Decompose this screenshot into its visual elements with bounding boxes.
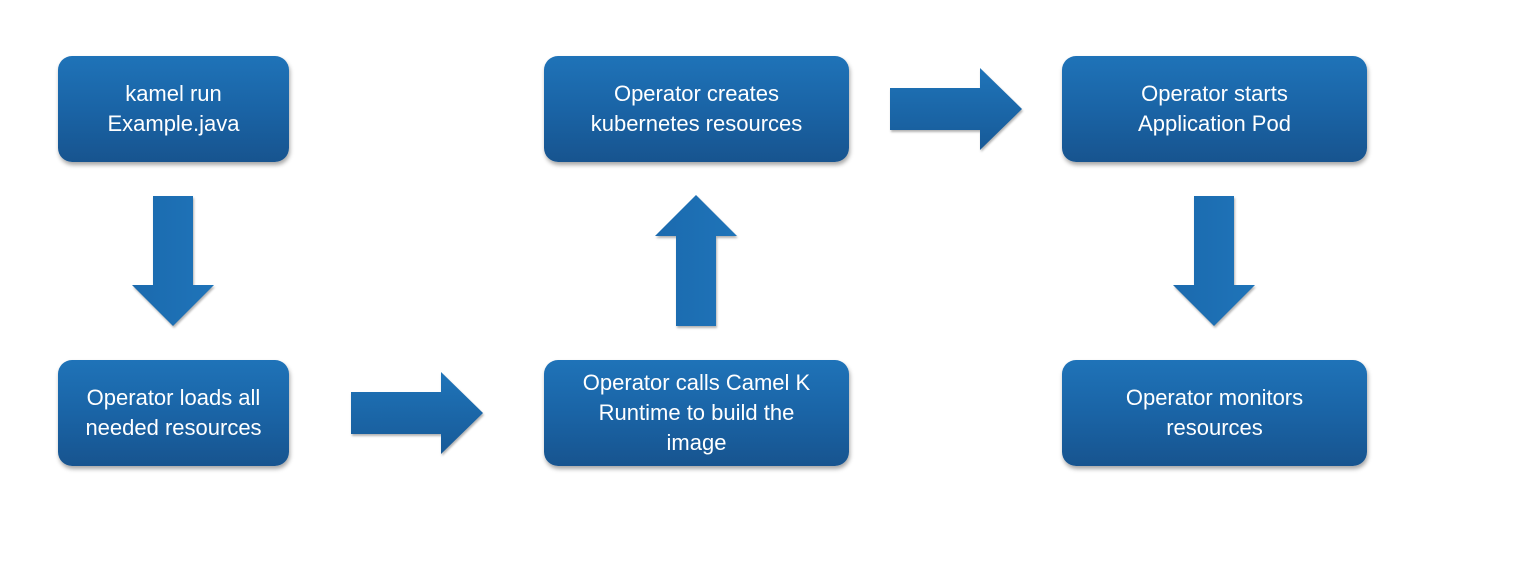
step-label: Operator monitors resources	[1125, 385, 1304, 440]
arrow-right-icon	[351, 372, 483, 454]
arrow-right-icon	[890, 68, 1022, 150]
step-label: kamel run Example.java	[107, 81, 240, 136]
step-label: Operator calls Camel K Runtime to build …	[582, 370, 811, 455]
arrow-down-icon	[132, 196, 214, 326]
step-label: Operator starts Application Pod	[1138, 81, 1291, 136]
arrow-down-icon	[1173, 196, 1255, 326]
step-label: Operator loads all needed resources	[85, 385, 262, 440]
arrow-up-icon	[655, 195, 737, 326]
step-create-resources: Operator creates kubernetes resources	[544, 56, 849, 162]
step-monitor: Operator monitors resources	[1062, 360, 1367, 466]
step-load-resources: Operator loads all needed resources	[58, 360, 289, 466]
step-start-pod: Operator starts Application Pod	[1062, 56, 1367, 162]
step-kamel-run: kamel run Example.java	[58, 56, 289, 162]
step-build-image: Operator calls Camel K Runtime to build …	[544, 360, 849, 466]
step-label: Operator creates kubernetes resources	[590, 81, 803, 136]
